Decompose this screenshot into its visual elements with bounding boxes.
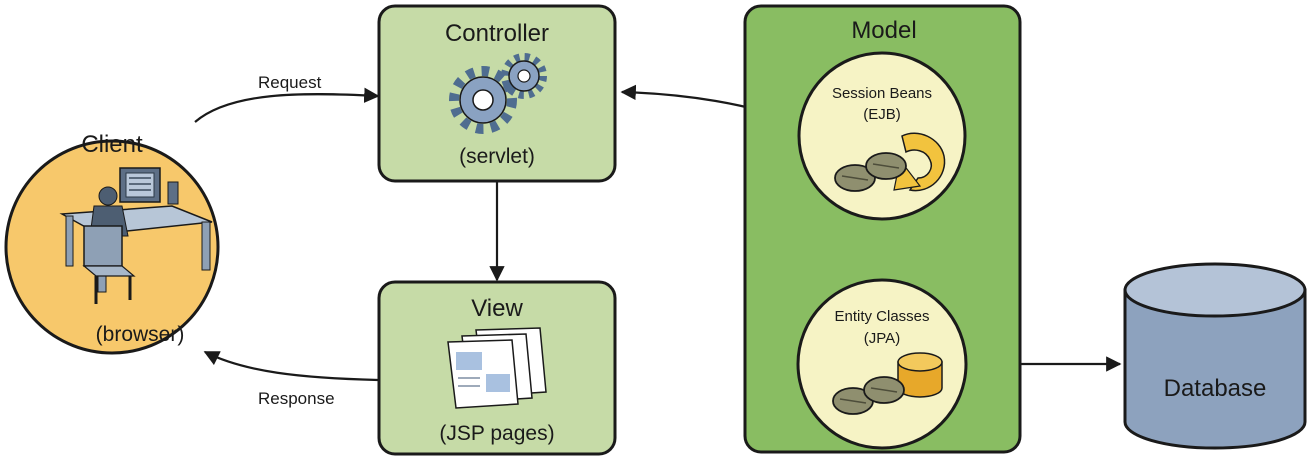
view-node: View (JSP pages) [377,280,617,456]
beans-database-icon [832,352,943,415]
model-container: Model Session Beans (EJB) Entity Classes… [743,4,1022,454]
model-title: Model [851,17,916,44]
client-node: Client (browser) [4,131,220,355]
entity-classes-label: Entity Classes [834,308,929,325]
controller-title: Controller [445,20,549,47]
response-label: Response [258,389,335,408]
request-arrow [194,87,380,123]
session-beans-sublabel: (EJB) [863,106,901,123]
controller-subtitle: (servlet) [459,145,535,168]
controller-node: Controller (servlet) [377,4,617,183]
request-label: Request [258,73,322,92]
pages-icon [447,327,547,409]
session-beans-node: Session Beans (EJB) [797,51,967,221]
desk-user-icon [59,167,213,304]
client-title: Client [81,131,143,158]
view-title: View [471,295,523,322]
session-beans-label: Session Beans [832,85,932,102]
client-subtitle: (browser) [96,323,185,346]
entity-classes-node: Entity Classes (JPA) [796,278,968,450]
entity-classes-sublabel: (JPA) [864,330,900,347]
response-arrow [203,351,379,382]
database-label: Database [1164,375,1267,402]
beans-recycle-icon [834,132,946,192]
view-subtitle: (JSP pages) [439,422,554,445]
gears-icon [449,53,547,134]
database-node: Database [1123,262,1307,450]
